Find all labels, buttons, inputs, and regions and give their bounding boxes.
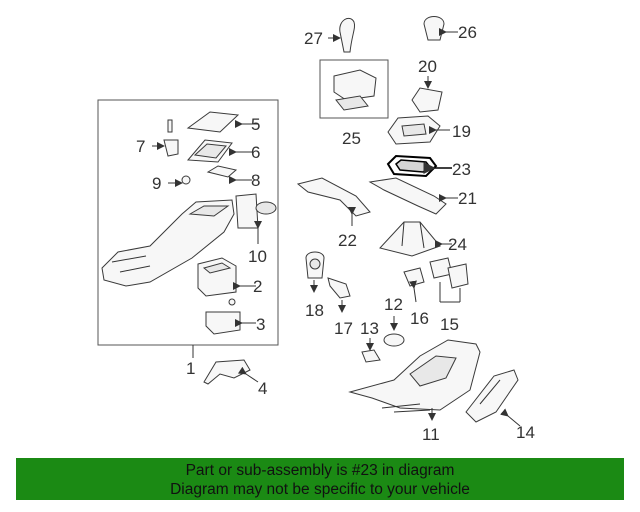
- part-19-housing[interactable]: 19: [387, 115, 471, 145]
- info-banner: Part or sub-assembly is #23 in diagram D…: [16, 458, 624, 500]
- part-9-screw[interactable]: 9: [152, 174, 191, 193]
- callout-13: 13: [360, 319, 379, 338]
- part-13-switch[interactable]: 13: [360, 319, 381, 363]
- part-26-knob-cap[interactable]: 26: [423, 16, 477, 43]
- callout-26: 26: [458, 23, 477, 42]
- part-10-cupholder[interactable]: 10: [235, 193, 277, 266]
- part-5-lid[interactable]: 5: [186, 111, 260, 134]
- part-27-shift-knob[interactable]: 27: [304, 17, 355, 53]
- part-7-bracket[interactable]: 7: [136, 119, 179, 157]
- callout-27: 27: [304, 29, 323, 48]
- part-18-bezel[interactable]: 18: [305, 251, 325, 320]
- part-20-trim[interactable]: 20: [411, 57, 443, 113]
- part-16-switch[interactable]: 16: [403, 267, 429, 328]
- callout-9: 9: [152, 174, 161, 193]
- part-14-side-panel[interactable]: 14: [465, 369, 535, 442]
- banner-line-2: Diagram may not be specific to your vehi…: [170, 481, 470, 498]
- callout-11: 11: [422, 425, 440, 444]
- part-17-socket[interactable]: 17: [327, 277, 353, 338]
- part-4-shim[interactable]: 4: [203, 359, 267, 398]
- part-15-switch-assembly[interactable]: 15: [429, 257, 469, 334]
- callout-7: 7: [136, 137, 145, 156]
- part-25-shift-assembly[interactable]: 25: [319, 59, 389, 148]
- banner-line-1: Part or sub-assembly is #23 in diagram: [185, 462, 455, 479]
- part-21-trim-panel[interactable]: 21: [368, 177, 477, 215]
- assembly-box: [97, 99, 279, 346]
- part-11-console-lower[interactable]: 11: [348, 339, 481, 444]
- callout-25: 25: [342, 129, 361, 148]
- callout-19: 19: [452, 122, 471, 141]
- callout-1: 1: [186, 359, 195, 378]
- callout-3: 3: [256, 315, 265, 334]
- part-22-trim-panel[interactable]: 22: [296, 177, 371, 250]
- callout-2: 2: [253, 277, 262, 296]
- part-23-boot-plate[interactable]: 23: [386, 154, 471, 179]
- part-8-clip[interactable]: 8: [206, 165, 260, 190]
- callout-17: 17: [334, 319, 353, 338]
- callout-24: 24: [448, 235, 467, 254]
- callout-4: 4: [258, 379, 267, 398]
- exploded-parts-diagram: 5 6 7 8 9 10 2: [97, 16, 535, 444]
- callout-21: 21: [458, 189, 477, 208]
- callout-20: 20: [418, 57, 437, 76]
- callout-12: 12: [384, 295, 403, 314]
- callout-5: 5: [251, 115, 260, 134]
- callout-8: 8: [251, 171, 260, 190]
- part-2-bin[interactable]: 2: [197, 257, 262, 297]
- callout-23: 23: [452, 160, 471, 179]
- part-3-bracket[interactable]: 3: [205, 298, 265, 335]
- callout-10: 10: [248, 247, 267, 266]
- callout-18: 18: [305, 301, 324, 320]
- callout-15: 15: [440, 315, 459, 334]
- callout-6: 6: [251, 143, 260, 162]
- callout-14: 14: [516, 423, 535, 442]
- part-24-shift-boot[interactable]: 24: [379, 221, 467, 257]
- part-console-body[interactable]: [101, 199, 235, 287]
- part-12-cap[interactable]: 12: [383, 295, 405, 347]
- callout-22: 22: [338, 231, 357, 250]
- callout-16: 16: [410, 309, 429, 328]
- part-6-pad[interactable]: 6: [186, 139, 260, 163]
